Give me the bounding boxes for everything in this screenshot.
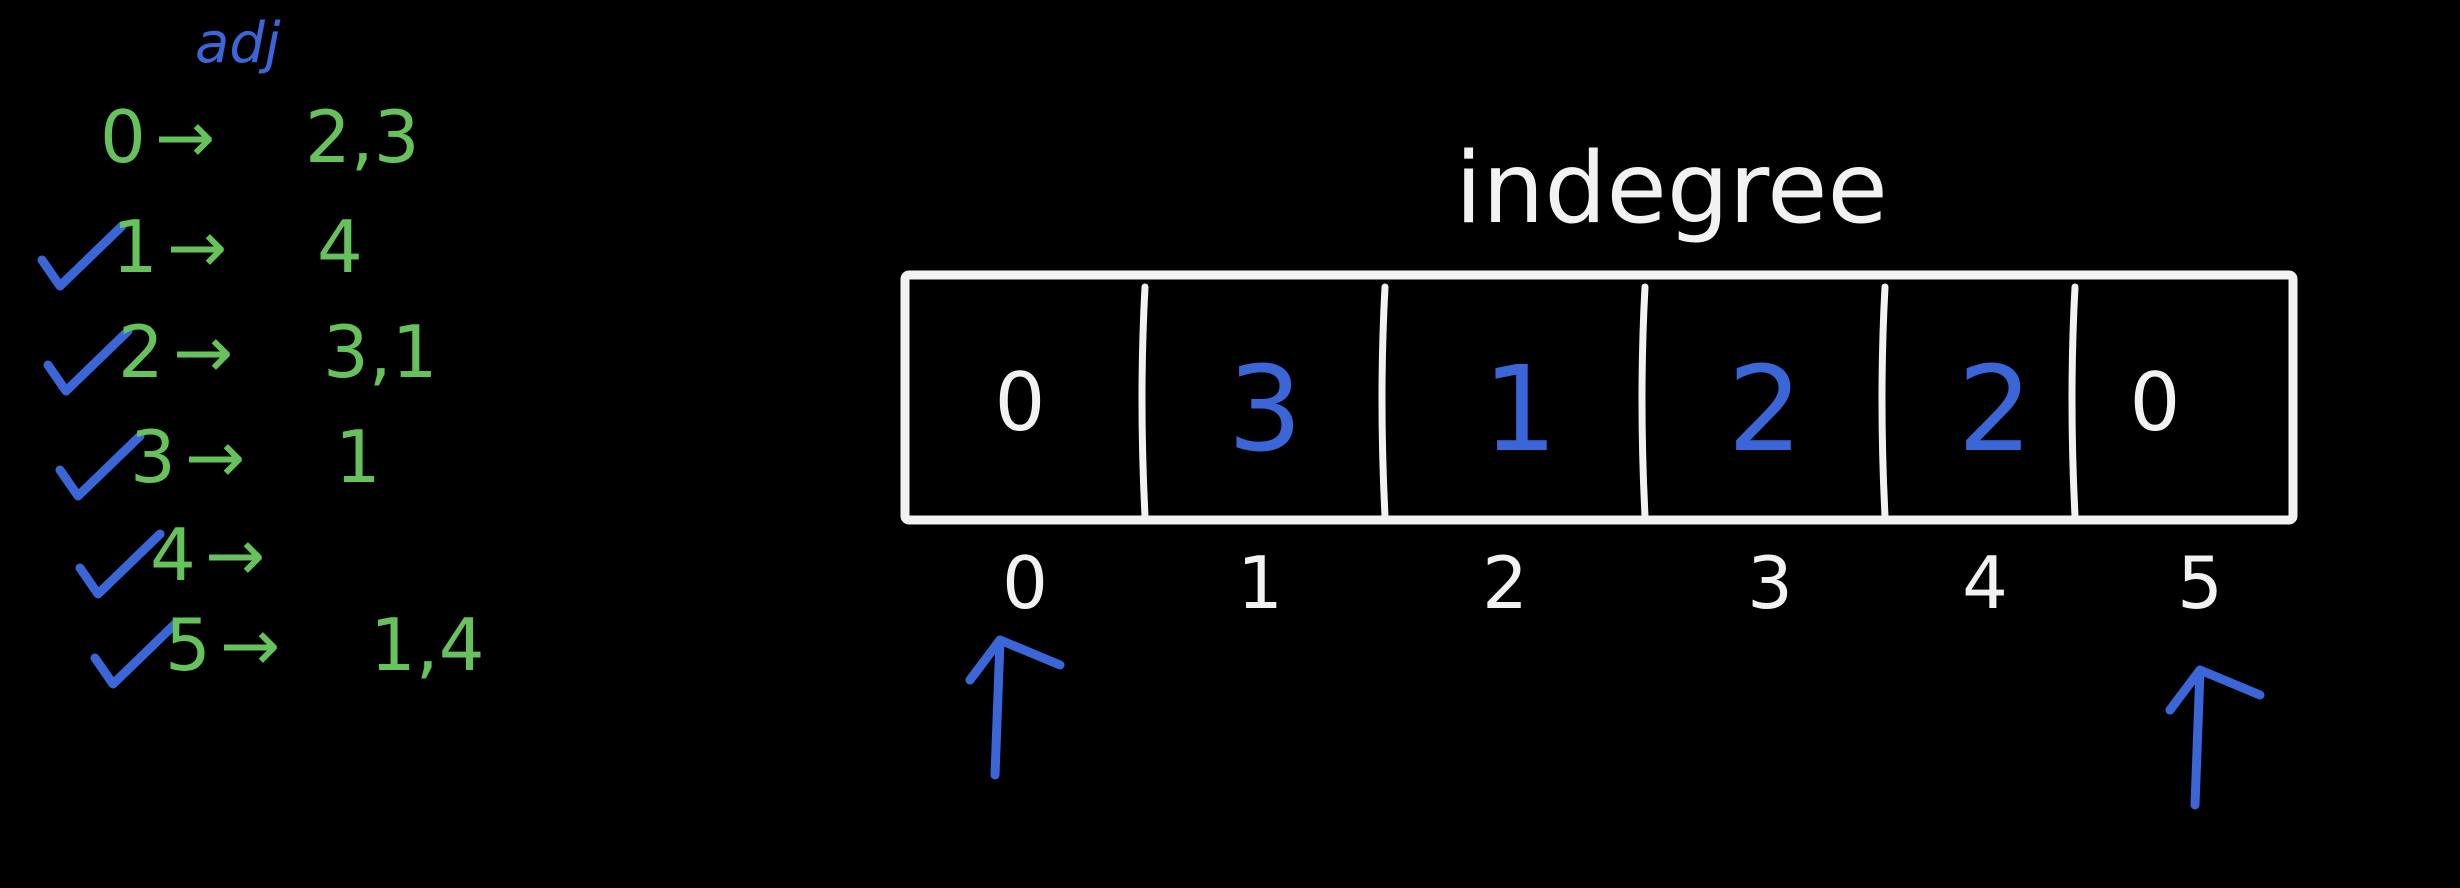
- adjacency-row: 4→: [75, 513, 265, 599]
- adjacency-title: adj: [195, 11, 281, 76]
- check-mark-icon: [55, 431, 145, 501]
- arrow-icon: →: [205, 513, 265, 597]
- indegree-index: 3: [1747, 541, 1793, 625]
- adjacency-node: 4: [150, 513, 196, 597]
- up-arrow-icon: [965, 635, 1065, 780]
- arrow-icon: →: [185, 415, 245, 499]
- indegree-values: 0 3 1 2 2 0: [995, 340, 2181, 478]
- adjacency-targets: 1: [335, 415, 381, 499]
- adjacency-targets: 4: [317, 205, 363, 289]
- adjacency-node: 5: [165, 603, 211, 687]
- adjacency-targets: 1,4: [370, 603, 485, 687]
- cell-divider: [1638, 283, 1649, 520]
- arrow-icon: →: [167, 205, 227, 289]
- adjacency-row: 0→ 2,3: [100, 95, 420, 179]
- arrow-icon: →: [155, 95, 215, 179]
- indegree-value: 1: [1482, 340, 1557, 478]
- check-mark-icon: [75, 529, 165, 599]
- adjacency-row: 1→ 4: [37, 205, 363, 291]
- check-mark-icon: [43, 326, 133, 396]
- arrow-icon: →: [220, 603, 280, 687]
- indegree-box: [900, 270, 2298, 525]
- cell-divider: [1378, 283, 1389, 520]
- indegree-index: 2: [1482, 541, 1528, 625]
- adjacency-node: 2: [118, 310, 164, 394]
- adjacency-row: 3→ 1: [55, 415, 381, 501]
- indegree-value: 2: [1727, 340, 1802, 478]
- indegree-indices: 0 1 2 3 4 5: [1002, 541, 2223, 625]
- adjacency-rows: 0→2,31→42→3,13→14→5→1,4: [37, 95, 485, 689]
- adjacency-row: 2→ 3,1: [43, 310, 438, 396]
- arrow-icon: →: [173, 310, 233, 394]
- indegree-value: 3: [1227, 340, 1302, 478]
- adjacency-targets: 2,3: [305, 95, 420, 179]
- cell-divider: [1138, 283, 1149, 520]
- adjacency-targets: 3,1: [323, 310, 438, 394]
- indegree-value: 0: [995, 356, 1046, 449]
- check-mark-icon: [90, 619, 180, 689]
- up-arrow-icon: [2165, 665, 2265, 810]
- indegree-index: 5: [2177, 541, 2223, 625]
- cell-divider: [2068, 283, 2079, 520]
- indegree-value: 0: [2130, 356, 2181, 449]
- indegree-pointers: [965, 635, 2265, 810]
- cell-divider: [1878, 283, 1889, 520]
- adjacency-node: 1: [112, 205, 158, 289]
- adjacency-row: 5→ 1,4: [90, 603, 485, 689]
- indegree-title: indegree: [1455, 132, 1888, 246]
- indegree-dividers: [1138, 283, 2079, 520]
- indegree-index: 0: [1002, 541, 1048, 625]
- adjacency-node: 3: [130, 415, 176, 499]
- indegree-index: 1: [1237, 541, 1283, 625]
- indegree-value: 2: [1957, 340, 2032, 478]
- adjacency-list: adj 0→2,31→42→3,13→14→5→1,4: [37, 11, 485, 689]
- indegree-array: indegree 0 3 1 2 2 0 0 1 2 3 4 5: [900, 132, 2298, 810]
- check-mark-icon: [37, 221, 127, 291]
- adjacency-node: 0: [100, 95, 146, 179]
- indegree-index: 4: [1962, 541, 2008, 625]
